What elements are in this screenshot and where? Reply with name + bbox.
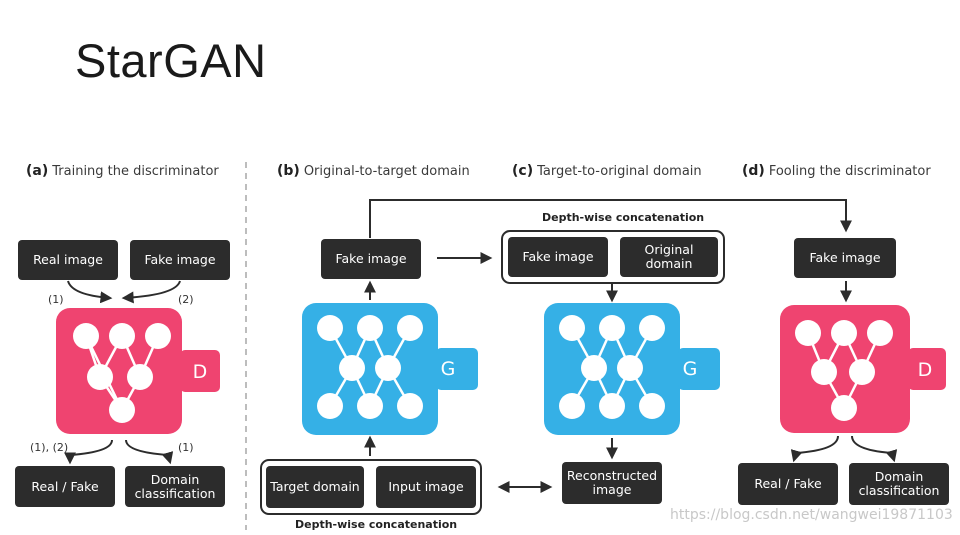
fake-image-box-a: Fake image bbox=[130, 240, 230, 280]
panel-c-letter: (c) bbox=[512, 163, 534, 179]
panel-c-text: Target-to-original domain bbox=[537, 164, 702, 179]
panel-b-title: (b)Original-to-target domain bbox=[277, 163, 470, 179]
real-fake-box-a: Real / Fake bbox=[15, 466, 115, 507]
original-domain-box: Original domain bbox=[620, 237, 718, 277]
arrow-d2-to-domain bbox=[851, 435, 898, 463]
step-label-1: (1) bbox=[48, 293, 64, 306]
concat-group-c bbox=[501, 230, 725, 284]
reconstructed-image-box: Reconstructed image bbox=[562, 462, 662, 504]
arrow-real-to-d bbox=[67, 280, 113, 304]
panel-a-title: (a)Training the discriminator bbox=[26, 163, 219, 179]
concat-caption-c: Depth-wise concatenation bbox=[542, 211, 705, 224]
fake-image-box-d: Fake image bbox=[794, 238, 896, 278]
slide-title: StarGAN bbox=[75, 34, 267, 87]
fake-image-box-c: Fake image bbox=[508, 237, 608, 277]
concat-caption-b: Depth-wise concatenation bbox=[295, 518, 458, 531]
generator-network-c bbox=[544, 303, 720, 435]
domain-classification-box-d: Domain classification bbox=[849, 463, 949, 505]
panel-d-text: Fooling the discriminator bbox=[768, 164, 931, 179]
net-label-d-a: D bbox=[193, 361, 208, 383]
step-label-out-right: (1) bbox=[178, 441, 194, 454]
domain-classification-box-a: Domain classification bbox=[125, 466, 225, 507]
discriminator-network-a bbox=[56, 308, 220, 434]
net-label-g-c: G bbox=[683, 358, 698, 380]
panel-d-title: (d)Fooling the discriminator bbox=[742, 163, 931, 179]
panel-b-text: Original-to-target domain bbox=[303, 164, 470, 179]
generator-network-b bbox=[302, 303, 478, 435]
arrow-d-to-realfake bbox=[64, 439, 113, 465]
arrow-d-to-domain bbox=[125, 439, 174, 465]
panel-a-text: Training the discriminator bbox=[52, 164, 219, 179]
fake-image-box-b: Fake image bbox=[321, 239, 421, 279]
arrow-d2-to-realfake bbox=[790, 435, 839, 463]
discriminator-network-d bbox=[780, 305, 946, 433]
panel-c-title: (c)Target-to-original domain bbox=[512, 163, 702, 179]
watermark-text: https://blog.csdn.net/wangwei19871103 bbox=[670, 507, 953, 523]
panel-a-letter: (a) bbox=[26, 163, 49, 179]
arrow-fake-to-d bbox=[121, 280, 181, 304]
net-label-g-b: G bbox=[441, 358, 456, 380]
net-label-d-d: D bbox=[918, 359, 933, 381]
input-image-box: Input image bbox=[376, 466, 476, 508]
target-domain-box: Target domain bbox=[266, 466, 364, 508]
real-fake-box-d: Real / Fake bbox=[738, 463, 838, 505]
concat-group-b bbox=[260, 459, 482, 515]
step-label-out-left: (1), (2) bbox=[30, 441, 68, 454]
real-image-box: Real image bbox=[18, 240, 118, 280]
panel-b-letter: (b) bbox=[277, 163, 300, 179]
panel-d-letter: (d) bbox=[742, 163, 765, 179]
arrow-fake-to-discriminator bbox=[369, 199, 852, 238]
step-label-2: (2) bbox=[178, 293, 194, 306]
